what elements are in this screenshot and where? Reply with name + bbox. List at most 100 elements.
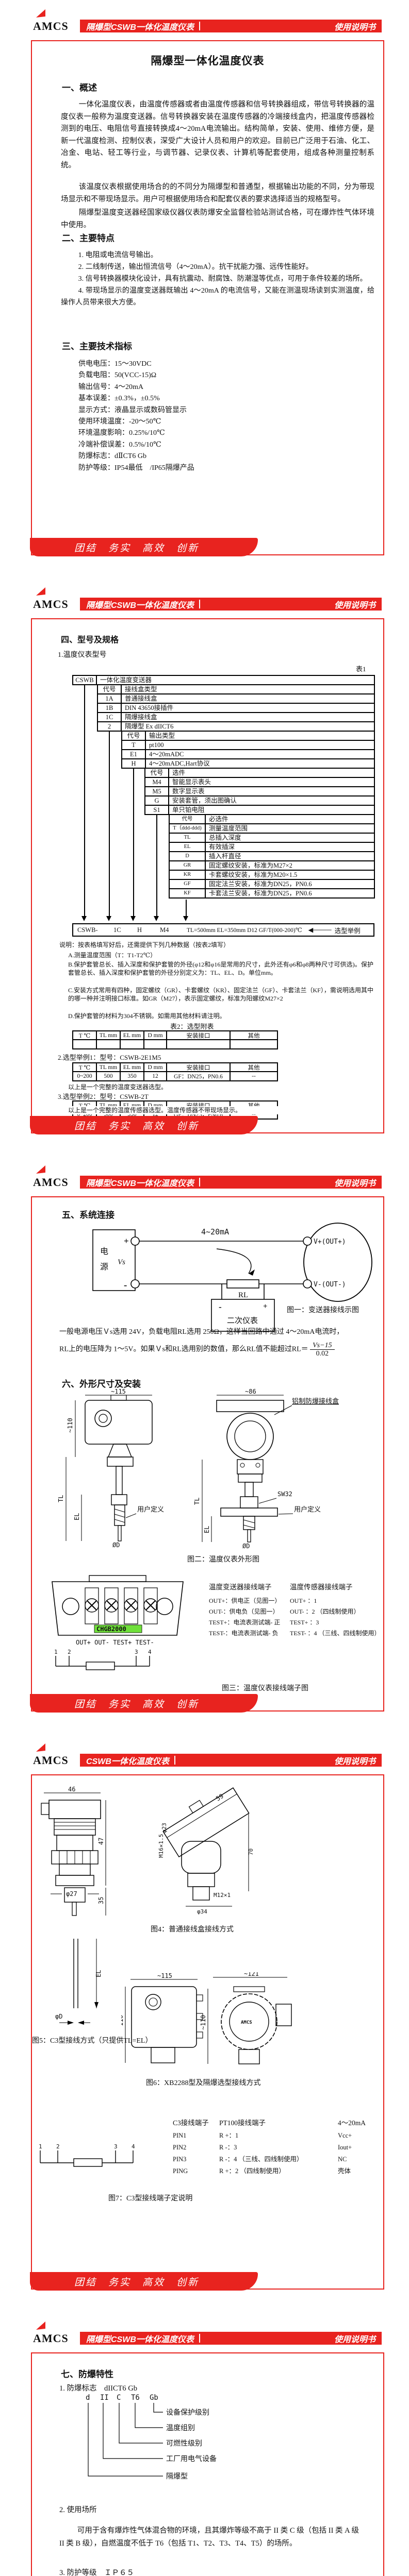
model-desc: 一体化温度变送器 bbox=[97, 675, 375, 685]
figure-4-drawing: 46 φ27 bbox=[41, 1786, 254, 1916]
c3-pinout-table: C3接线端子 PT100接线端子 4～20mA PIN1 R +：1 Vcc+ … bbox=[173, 2116, 395, 2177]
terminal-number: 4 bbox=[148, 1649, 152, 1655]
page-header-bar: CSWB一体化温度仪表 使用说明书 bbox=[80, 1754, 382, 1767]
page-header-bar: 隔爆型CSWB一体化温度仪表 使用说明书 bbox=[80, 20, 382, 32]
footer-motto: 团结 务实 高效 创新 bbox=[74, 2277, 200, 2288]
page-4: AMCS CSWB一体化温度仪表 使用说明书 46 bbox=[0, 1734, 409, 2312]
header-separator bbox=[174, 1756, 175, 1765]
page-header-bar: 隔爆型CSWB一体化温度仪表 使用说明书 bbox=[80, 598, 382, 611]
header-doc-type: 使用说明书 bbox=[334, 2335, 375, 2344]
terminal-desc: OUT+ ：1 bbox=[290, 1597, 317, 1604]
example2-label: 3.选型举例2：型号：CSWB-2T bbox=[58, 1093, 149, 1100]
figure-5-caption: 图5：C3型接线方式（只提供TL=EL） bbox=[32, 2037, 153, 2045]
header-title: 隔爆型CSWB一体化温度仪表 bbox=[86, 601, 194, 610]
pin-signal: NC bbox=[338, 2156, 347, 2163]
example1-table: T ℃ TL mm EL mm D mm 安装接口 其他 0~200 500 3… bbox=[72, 1062, 278, 1081]
col-header: EL mm bbox=[121, 1063, 144, 1072]
terminal-desc: OUT- ：2 （四线制使用） bbox=[290, 1608, 360, 1615]
chip-label-highlight bbox=[94, 1624, 142, 1633]
formula-text: RL上的电压降为 1～5V。如果Ｖs和RL选用别的数值，那么RL值不能超过RL＝ bbox=[59, 1345, 308, 1353]
section-3-heading: 三、主要技术指标 bbox=[62, 342, 132, 351]
dim-35: 35 bbox=[97, 1897, 105, 1904]
logo-flag-icon bbox=[36, 1165, 45, 1174]
page-3: AMCS 隔爆型CSWB一体化温度仪表 使用说明书 五、系统连接 电 源 Vs … bbox=[0, 1156, 409, 1734]
current-direction-arrow bbox=[216, 1248, 252, 1274]
figure-3-caption: 图三：温度仪表接线端子图 bbox=[222, 1685, 308, 1692]
footer-band: 团结 务实 高效 创新 bbox=[30, 2272, 258, 2291]
terminal-number: 4 bbox=[132, 2143, 135, 2150]
label-gas-group: 可燃性级别 bbox=[166, 2439, 202, 2448]
pin-name: PIN1 bbox=[173, 2132, 187, 2139]
note-b: B.保护套管总长、插入深度和保护套管的外径(φ12和φ16是常用的尺寸，此外还有… bbox=[68, 961, 373, 976]
amcs-logo-icon: AMCS bbox=[33, 1743, 68, 1767]
figure-2-caption: 图二：温度仪表外形图 bbox=[187, 1556, 259, 1564]
figure-7-sensor-diagram: 1 2 3 4 bbox=[39, 2143, 135, 2167]
selection-table-blank: T ℃ TL mm EL mm D mm 安装接口 其他 bbox=[72, 1030, 278, 1049]
pinout-row: PIN1 R +：1 Vcc+ bbox=[173, 2130, 395, 2142]
model-desc: pt100 bbox=[146, 740, 375, 750]
fraction-numerator: Vs−15 bbox=[310, 1342, 335, 1350]
example1-note: 以上是一个完整的温度变送器选型。 bbox=[68, 1083, 168, 1091]
pinout-row: PIN3 R -：4 （三线、四线制使用） NC bbox=[173, 2154, 395, 2165]
figure-1-caption: 图一：变送器接线示图 bbox=[287, 1307, 359, 1314]
col-header: 安装接口 bbox=[167, 1031, 231, 1040]
col-header: TL mm bbox=[97, 1031, 121, 1040]
figure-7-caption: 图7：C3型接线端子定说明 bbox=[108, 2195, 193, 2202]
model-desc: 必选件 bbox=[206, 814, 375, 824]
model-row: T（ddd-ddd)测量温度范围 bbox=[169, 823, 375, 834]
page-header-bar: 隔爆型CSWB一体化温度仪表 使用说明书 bbox=[80, 2332, 382, 2345]
model-code: 1C bbox=[97, 712, 122, 722]
table1-label: 表1 bbox=[356, 665, 366, 673]
terminal-desc: TEST-：电流表测试端- 负 bbox=[209, 1630, 279, 1637]
model-desc: 隔爆型 Ex dIICT6 bbox=[122, 721, 375, 732]
example2-note: 以上是一个完整的温度传感器选型。温度传感器不带现场显示。 bbox=[68, 1106, 357, 1114]
usage-place-paragraph: 可用于含有爆炸性气体混合物的环境，且其爆炸等级不高于 II 类 C 级（包括 I… bbox=[59, 2524, 371, 2550]
dim-tl: TL bbox=[57, 1495, 64, 1502]
model-row: 代号必选件 bbox=[169, 814, 375, 824]
selector-line bbox=[156, 814, 157, 917]
example-code: 1C bbox=[113, 926, 121, 934]
section-4-heading: 四、型号及规格 bbox=[61, 636, 119, 645]
example-code: H bbox=[137, 926, 142, 934]
model-code: 代号 bbox=[121, 731, 146, 741]
model-desc: 隔爆接线盒 bbox=[122, 712, 375, 722]
footer-motto: 团结 务实 高效 创新 bbox=[74, 1121, 200, 1132]
logo-flag-icon bbox=[36, 1743, 45, 1752]
model-desc: 固定法兰安装，标准为DN25，PN0.6 bbox=[206, 879, 375, 889]
col-header: D mm bbox=[144, 1063, 167, 1072]
amcs-logo-icon: AMCS bbox=[33, 1165, 68, 1189]
terminal-desc: TEST- ：4 （三线、四线制使用） bbox=[290, 1630, 381, 1637]
feature-list: 1. 电阻或电流信号输出。 2. 二线制传送，输出恒流信号（4～20mA）。抗干… bbox=[61, 249, 374, 309]
pin-connection: R -：4 （三线、四线制使用） bbox=[219, 2156, 303, 2163]
dim-86: ~86 bbox=[245, 1389, 256, 1395]
example1-label: 2.选型举例1：型号：CSWB-2E1M5 bbox=[58, 1054, 161, 1061]
model-desc: 数字显示表 bbox=[169, 786, 375, 796]
arrowhead-icon bbox=[94, 2002, 99, 2008]
col-header: TL mm bbox=[97, 1063, 121, 1072]
content-border-box bbox=[31, 2352, 384, 2576]
terminal-desc: OUT+：供电正（见图一） bbox=[209, 1597, 281, 1604]
figure-6-transmitter-views: ~115 ~110 ~121 AMCS bbox=[121, 1972, 292, 2064]
arrowhead-icon bbox=[78, 2021, 84, 2025]
ex-mark-item: 1. 防爆标志 dIICT6 Gb bbox=[59, 2384, 138, 2393]
pin-name: PIN2 bbox=[173, 2144, 187, 2151]
arrowhead-icon bbox=[68, 2021, 74, 2025]
label-protection-level: 设备保护级别 bbox=[166, 2408, 209, 2417]
user-defined-label: 用户定义 bbox=[137, 1505, 164, 1513]
overview-paragraph-3: 隔爆型温度变送器经国家级仪器仪表防爆安全监督检验站测试合格，可在爆炸性气体环境中… bbox=[61, 209, 374, 229]
usage-place-item: 2. 使用场所 bbox=[59, 2506, 97, 2514]
figure-5-probe-drawing: EL φD bbox=[55, 1939, 102, 2025]
angled-junction-box-view: 59 φ23 M16×1.5 70 M12×1 φ34 bbox=[158, 1787, 254, 1915]
dim-47: 47 bbox=[97, 1838, 105, 1845]
mount-hole bbox=[62, 1598, 79, 1615]
selector-line bbox=[186, 900, 187, 917]
col-header: D mm bbox=[144, 1031, 167, 1040]
pin-signal: 壳体 bbox=[338, 2167, 351, 2175]
terminal-number: 1 bbox=[54, 1649, 58, 1655]
current-label: 4~20mA bbox=[201, 1227, 229, 1236]
